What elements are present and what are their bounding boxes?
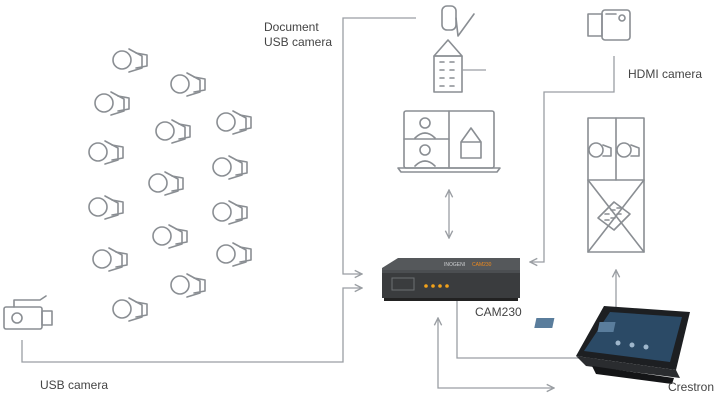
document-camera-label-line-2: USB camera [264,35,333,49]
person-icon [152,224,188,249]
device-label: CAM230 [475,305,522,319]
person-icon [112,297,148,322]
document-camera-label: Document USB camera [264,20,332,50]
device-brand-accent: CAM230 [472,262,492,268]
document-camera-label-line-1: Document [264,20,319,34]
device-brand-logo: INOGENI [444,262,465,268]
crestron-label: Crestron [668,380,715,394]
hdmi-camera-connector [530,56,615,262]
document-camera-icon [441,5,475,37]
laptop-videocall-icon [397,110,501,173]
led-indicator [445,284,449,288]
connection-lines [21,17,616,388]
doc-camera-connector [342,17,416,274]
person-icon [212,155,248,180]
hdmi-camera-label: HDMI camera [628,67,703,81]
usb-camera-label: USB camera [40,378,109,392]
cam230-device: INOGENI CAM230 [382,258,520,301]
person-icon [92,247,128,272]
control-connector [438,318,554,388]
person-icon [212,200,248,225]
hdmi-camera-icon [587,9,631,41]
person-icon [170,273,206,298]
person-icon [155,119,191,144]
person-icon [170,72,206,97]
led-indicator [431,284,435,288]
person-icon [216,110,252,135]
led-indicator [438,284,442,288]
usb-camera-icon [3,295,53,330]
person-icon [112,48,148,73]
led-indicator [424,284,428,288]
person-icon [148,171,184,196]
room-panel-icon [587,117,645,253]
person-icon [94,91,130,116]
audience-group [88,48,252,322]
building-icon [433,39,486,93]
usb-camera-connector [21,288,362,363]
person-icon [216,242,252,267]
person-icon [88,195,124,220]
person-icon [88,140,124,165]
crestron-panel-icon [534,306,690,384]
